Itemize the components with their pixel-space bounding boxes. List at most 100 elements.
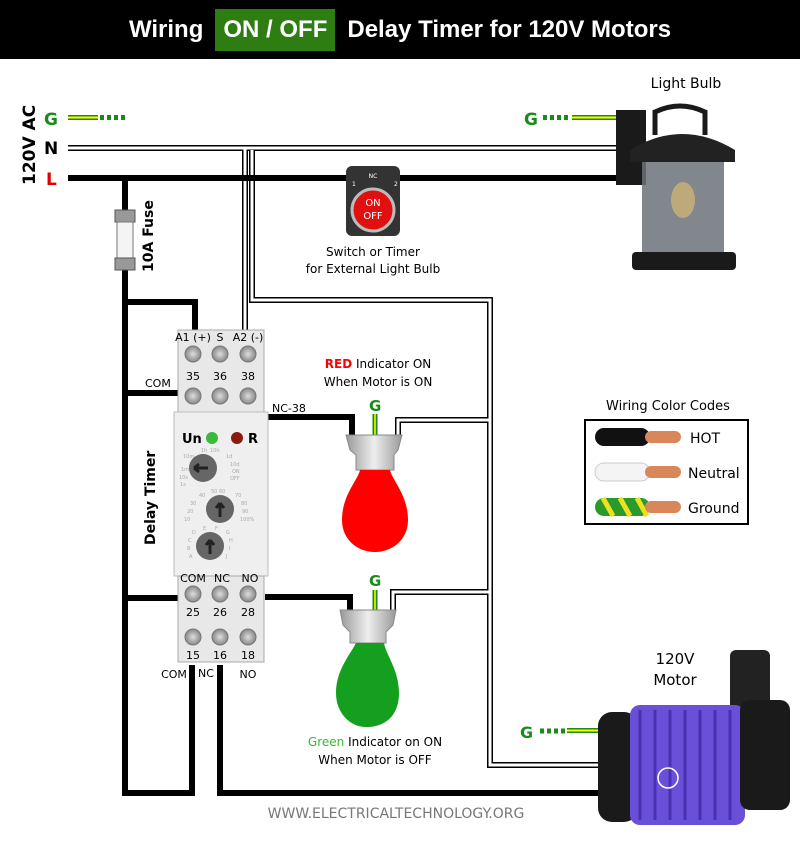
hot-label: HOT	[690, 431, 721, 447]
ground-terminal-label: G	[44, 110, 58, 130]
dial2-label: 100%	[240, 517, 255, 523]
dial1-label: ON	[232, 469, 240, 475]
terminal-a1-label: A1 (+)	[175, 331, 211, 344]
red-word: RED	[325, 357, 352, 371]
green-indicator-ground: G	[369, 572, 381, 590]
green-label-rest: Indicator on ON	[344, 735, 442, 749]
red-indicator-bulb	[342, 414, 408, 552]
dial1-label: 1s	[180, 482, 186, 488]
color-codes-title: Wiring Color Codes	[606, 399, 730, 414]
ground-wire-sample	[595, 496, 681, 518]
motor-label-2: Motor	[653, 671, 697, 689]
dial1-label: 10m	[183, 454, 194, 460]
bottom-com-label: COM	[161, 668, 187, 681]
dial1-label: 10s	[179, 475, 188, 481]
terminal-25: 25	[186, 606, 200, 619]
dial1-label: 10d	[230, 462, 240, 468]
dial2-label: 60	[219, 489, 225, 495]
red-indicator-label-1: RED Indicator ON	[325, 357, 431, 371]
terminal-15: 15	[186, 649, 200, 662]
nc38-label: NC-38	[272, 402, 306, 415]
green-indicator-label-1: Green Indicator on ON	[308, 735, 442, 749]
time-range-dial[interactable]	[189, 454, 217, 482]
dial3-label: D	[192, 530, 196, 536]
com-left-label: COM	[145, 377, 171, 390]
green-indicator-label-2: When Motor is OFF	[318, 753, 432, 767]
dial3-label: G	[226, 530, 230, 536]
fuse-label: 10A Fuse	[141, 200, 157, 272]
dial3-label: A	[189, 554, 193, 560]
neutral-terminal-label: N	[44, 139, 58, 159]
line-terminal-label: L	[46, 170, 57, 190]
led-un-label: Un	[182, 432, 202, 447]
fuse	[114, 209, 136, 271]
motor-ground-label: G	[520, 723, 533, 742]
dial2-label: 30	[190, 501, 196, 507]
dial1-label: 1h	[201, 448, 207, 454]
dial2-label: 80	[241, 501, 247, 507]
ground-wire-lamp	[543, 115, 616, 120]
terminal-18: 18	[241, 649, 255, 662]
timer-top-labels: A1 (+) S A2 (-) 35 36 38	[175, 331, 263, 383]
hot-wire-sample	[595, 428, 681, 446]
neutral-wires	[68, 145, 616, 768]
dial1-label: 1m	[181, 467, 189, 473]
led-green-icon	[206, 432, 218, 444]
dial3-label: B	[187, 546, 191, 552]
ground-wire-supply	[68, 115, 125, 120]
motor-label-1: 120V	[656, 650, 696, 668]
percent-dial[interactable]	[206, 495, 234, 523]
green-word: Green	[308, 735, 344, 749]
red-indicator-label-2: When Motor is ON	[324, 375, 433, 389]
terminal-38: 38	[241, 370, 255, 383]
led-red-icon	[231, 432, 243, 444]
dial3-label: C	[188, 538, 192, 544]
terminal-36: 36	[213, 370, 227, 383]
motor-ground-wire	[540, 728, 600, 734]
supply-label: 120V AC	[20, 105, 40, 185]
title-highlight: ON / OFF	[215, 8, 336, 51]
title-suffix: Delay Timer for 120V Motors	[347, 15, 672, 43]
terminal-16: 16	[213, 649, 227, 662]
switch-button[interactable]: NC 1 2 ON OFF	[346, 166, 400, 236]
terminal-28: 28	[241, 606, 255, 619]
motor	[598, 650, 790, 825]
lamp-fixture	[616, 103, 736, 270]
title-prefix: Wiring	[128, 15, 204, 43]
red-label-rest: Indicator ON	[352, 357, 431, 371]
lamp-ground-label: G	[524, 110, 538, 130]
timer-label: Delay Timer	[143, 451, 159, 545]
switch-label-2: for External Light Bulb	[306, 262, 440, 276]
switch-on-text: ON	[365, 198, 380, 209]
terminal-35: 35	[186, 370, 200, 383]
switch-terminal-1: 1	[352, 181, 356, 188]
dial2-label: 20	[187, 509, 193, 515]
function-dial[interactable]	[196, 532, 224, 560]
ground-label: Ground	[688, 501, 740, 517]
terminal-26: 26	[213, 606, 227, 619]
timer-screws	[184, 345, 257, 646]
dial2-label: 40	[199, 493, 205, 499]
terminal-s-label: S	[217, 331, 224, 344]
red-indicator-ground: G	[369, 397, 381, 415]
dial1-label: OFF	[230, 476, 240, 482]
switch-terminal-2: 2	[394, 181, 398, 188]
dial3-label: I	[229, 546, 230, 552]
dial3-label: E	[203, 526, 206, 532]
green-indicator-bulb	[336, 590, 399, 727]
terminal-no-label: NO	[242, 572, 259, 585]
title-bar: Wiring ON / OFF Delay Timer for 120V Mot…	[0, 0, 800, 59]
dial2-label: 50	[211, 489, 217, 495]
terminal-a2-label: A2 (-)	[233, 331, 264, 344]
dial1-label: 1d	[226, 454, 232, 460]
switch-label-1: Switch or Timer	[326, 245, 420, 259]
dial3-label: H	[229, 538, 233, 544]
neutral-label: Neutral	[688, 466, 740, 482]
terminal-nc-label: NC	[214, 572, 230, 585]
led-r-label: R	[248, 432, 258, 447]
timer-bottom-labels: COM NC NO 25 26 28 15 16 18 COM NC NO	[161, 572, 259, 681]
light-bulb-label: Light Bulb	[651, 76, 722, 92]
website-footer: WWW.ELECTRICALTECHNOLOGY.ORG	[268, 806, 525, 822]
dial3-label: J	[225, 554, 227, 560]
